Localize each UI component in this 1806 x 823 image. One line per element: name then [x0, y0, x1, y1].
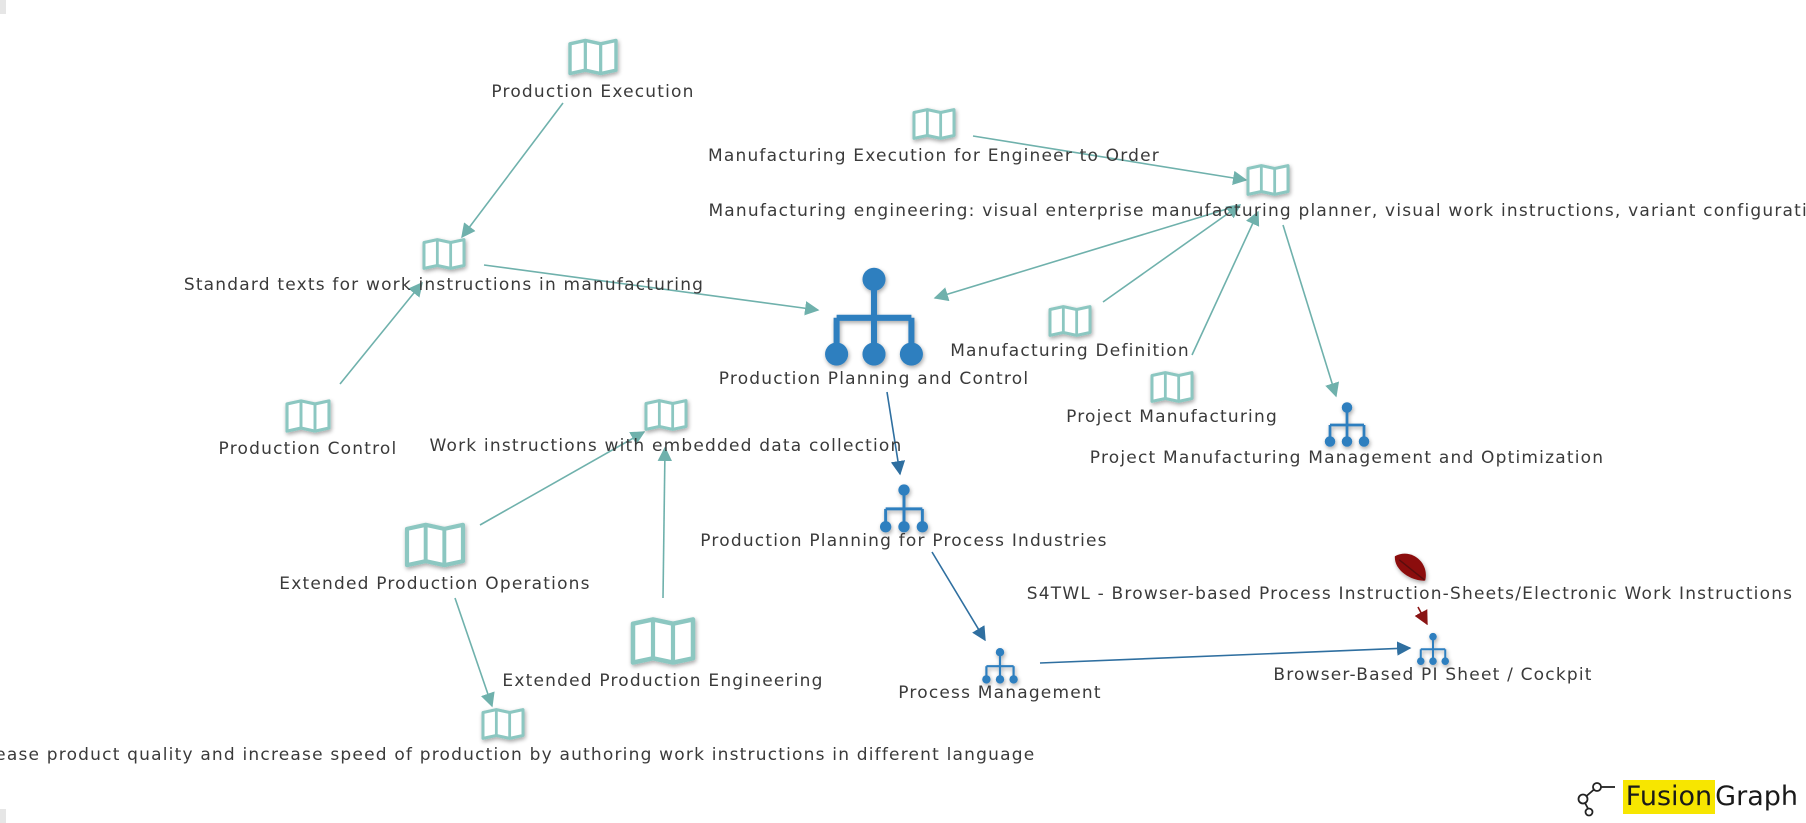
map-icon: [422, 238, 466, 270]
map-icon: [404, 522, 466, 568]
map-icon: [481, 708, 525, 740]
graph-nodes-icon: [1577, 782, 1615, 817]
node-standard-texts[interactable]: Standard texts for work instructions in …: [184, 238, 704, 295]
node-mfg-definition[interactable]: Manufacturing Definition: [950, 305, 1190, 361]
map-icon: [568, 38, 618, 76]
map-icon: [644, 399, 688, 431]
map-icon: [1150, 371, 1194, 403]
node-project-mfg-mgmt[interactable]: Project Manufacturing Management and Opt…: [1090, 402, 1604, 468]
node-ppc[interactable]: Production Planning and Control: [719, 267, 1030, 389]
node-browser-pi-sheet[interactable]: Browser-Based PI Sheet / Cockpit: [1273, 632, 1592, 685]
brand-fusion-text: Fusion: [1622, 780, 1716, 814]
corner-marker-bottom: [0, 809, 6, 823]
edges-layer: [339, 102, 1428, 708]
node-label: Manufacturing engineering: visual enterp…: [708, 201, 1806, 221]
edge-mfg-engineering-visual-to-project-mfg-mgmt: [1282, 224, 1340, 398]
node-label: Production Execution: [491, 82, 694, 102]
node-production-control[interactable]: Production Control: [219, 399, 398, 459]
edge-s4twl-to-browser-pi-sheet: [1414, 606, 1428, 626]
node-mfg-exec-eto[interactable]: Manufacturing Execution for Engineer to …: [708, 108, 1160, 166]
edge-mfg-engineering-visual-to-ppc: [933, 204, 1241, 302]
node-mfg-engineering-visual[interactable]: Manufacturing engineering: visual enterp…: [708, 164, 1806, 221]
edge-production-control-to-standard-texts: [339, 281, 423, 385]
node-work-instr-embedded[interactable]: Work instructions with embedded data col…: [429, 399, 902, 456]
node-label: Manufacturing Execution for Engineer to …: [708, 146, 1160, 166]
org-hierarchy-icon: [1416, 632, 1450, 665]
node-process-management[interactable]: Process Management: [898, 648, 1101, 703]
node-label: Process Management: [898, 683, 1101, 703]
edge-process-management-to-browser-pi-sheet: [1039, 641, 1412, 664]
org-hierarchy-icon: [879, 484, 929, 533]
edge-pp-process-industries-to-process-management: [931, 551, 986, 642]
node-label: Manufacturing Definition: [950, 341, 1190, 361]
edge-extended-prod-ops-to-increase-quality: [454, 597, 495, 708]
org-hierarchy-icon: [1324, 402, 1370, 447]
edge-mfg-definition-to-mfg-engineering-visual: [1102, 204, 1242, 303]
edge-production-execution-to-standard-texts: [461, 102, 564, 239]
edge-ppc-to-pp-process-industries: [886, 391, 906, 476]
node-label: Work instructions with embedded data col…: [429, 436, 902, 456]
leaf-icon: [1394, 553, 1426, 581]
map-icon: [630, 617, 696, 665]
map-icon: [285, 399, 331, 433]
node-label: Project Manufacturing Management and Opt…: [1090, 448, 1604, 468]
node-label: Production Planning for Process Industri…: [700, 531, 1107, 551]
node-increase-quality[interactable]: Increase product quality and increase sp…: [0, 708, 1035, 765]
node-label: Project Manufacturing: [1066, 407, 1278, 427]
node-extended-prod-eng[interactable]: Extended Production Engineering: [502, 617, 823, 691]
node-s4twl[interactable]: S4TWL - Browser-based Process Instructio…: [1027, 553, 1794, 604]
map-icon: [912, 108, 956, 140]
node-label: S4TWL - Browser-based Process Instructio…: [1027, 584, 1794, 604]
node-label: Extended Production Operations: [279, 574, 590, 594]
node-production-execution[interactable]: Production Execution: [491, 38, 694, 102]
edge-mfg-exec-eto-to-mfg-engineering-visual: [972, 135, 1248, 186]
fusiongraph-logo: Fusion Graph: [1575, 777, 1798, 817]
node-label: Standard texts for work instructions in …: [184, 275, 704, 295]
map-icon: [1048, 305, 1092, 337]
node-label: Increase product quality and increase sp…: [0, 745, 1035, 765]
node-project-manufacturing[interactable]: Project Manufacturing: [1066, 371, 1278, 427]
org-hierarchy-icon: [982, 648, 1018, 684]
node-label: Production Control: [219, 439, 398, 459]
brand-graph-text: Graph: [1715, 781, 1798, 812]
edge-standard-texts-to-ppc: [483, 264, 820, 316]
node-label: Extended Production Engineering: [502, 671, 823, 691]
node-extended-prod-ops[interactable]: Extended Production Operations: [279, 522, 590, 594]
corner-marker: [0, 0, 6, 14]
node-pp-process-industries[interactable]: Production Planning for Process Industri…: [700, 484, 1107, 551]
edge-extended-prod-ops-to-work-instr-embedded: [479, 431, 646, 526]
edge-project-manufacturing-to-mfg-engineering-visual: [1191, 210, 1260, 356]
node-label: Browser-Based PI Sheet / Cockpit: [1273, 665, 1592, 685]
org-hierarchy-icon: [825, 267, 923, 366]
edge-extended-prod-eng-to-work-instr-embedded: [657, 446, 673, 599]
node-label: Production Planning and Control: [719, 369, 1030, 389]
map-icon: [1246, 164, 1290, 196]
